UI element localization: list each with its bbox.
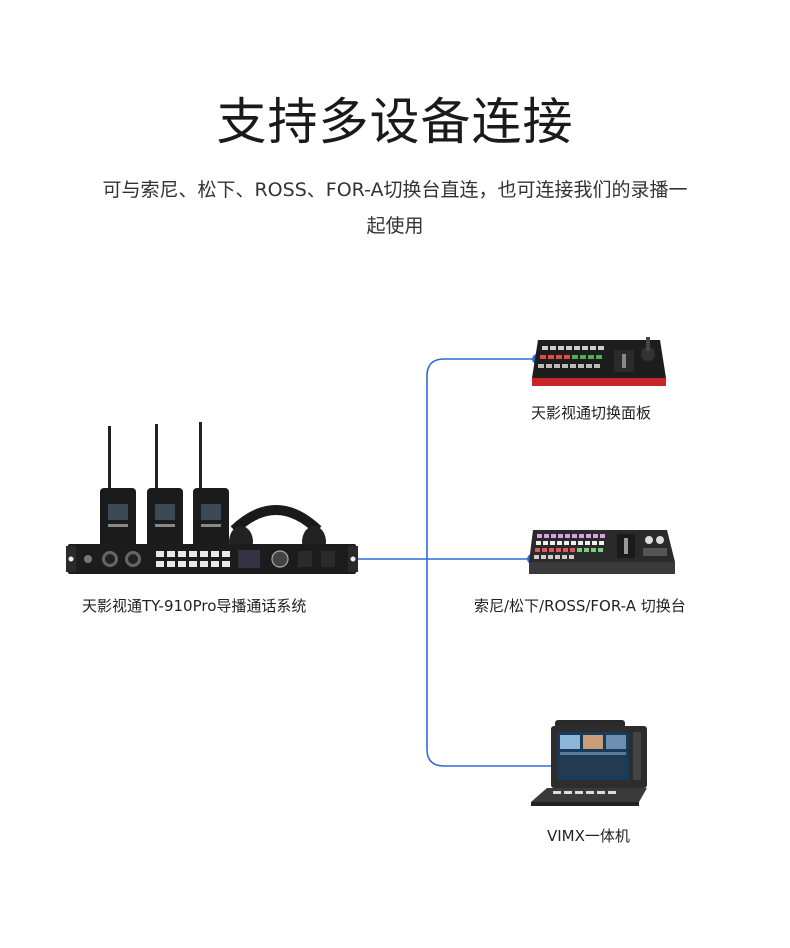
system-label: 天影视通TY-910Pro导播通话系统 — [82, 597, 307, 615]
vimx-unit-image — [531, 720, 647, 806]
vimx-label: VIMX一体机 — [547, 827, 630, 845]
broadcast-switcher-image — [529, 530, 675, 574]
wire-to-panel — [426, 358, 537, 559]
panel-label: 天影视通切换面板 — [531, 404, 652, 422]
wire-to-vimx — [426, 559, 560, 767]
page-subtitle: 可与索尼、松下、ROSS、FOR-A切换台直连，也可连接我们的录播一起使用 — [102, 179, 688, 237]
intercom-system-image — [66, 422, 358, 574]
page-title: 支持多设备连接 — [216, 93, 574, 151]
switcher-panel-image — [532, 337, 666, 386]
switcher-label: 索尼/松下/ROSS/FOR-A 切换台 — [474, 597, 686, 615]
